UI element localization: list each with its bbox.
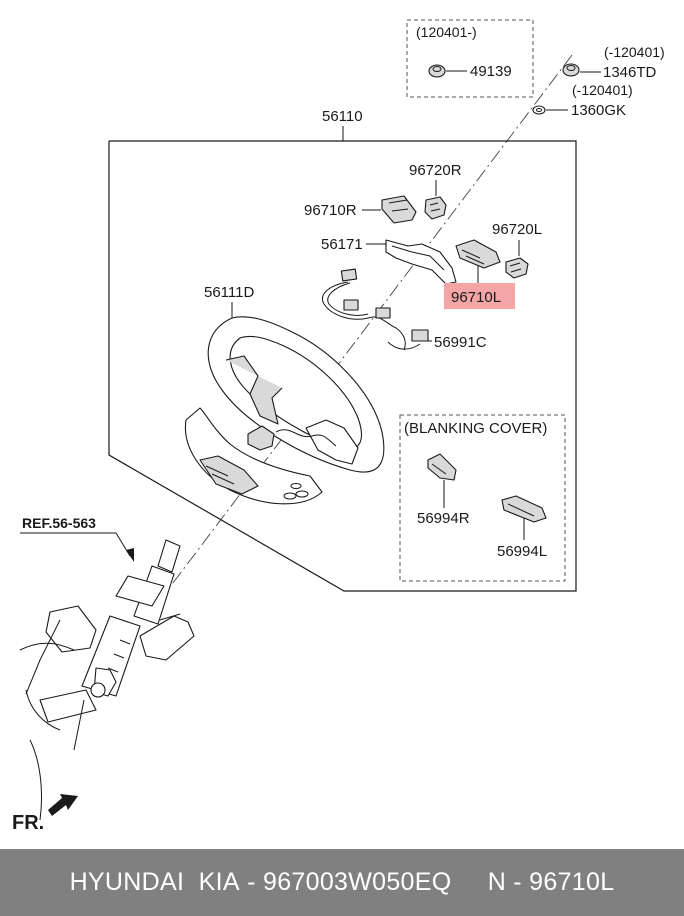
label-56991c: 56991C	[434, 334, 487, 351]
wiring-harness-56991c-icon	[322, 268, 429, 351]
label-1346td-date: (-120401)	[604, 44, 665, 60]
footer-ref: N - 96710L	[487, 868, 615, 896]
label-56171: 56171	[321, 236, 363, 253]
label-96720r: 96720R	[409, 162, 462, 179]
label-49139: 49139	[470, 63, 512, 80]
nut-1346td-icon	[562, 63, 580, 77]
highlight-96710l	[444, 283, 515, 309]
label-1360gk: 1360GK	[571, 102, 626, 119]
steering-wheel-56111d-icon	[184, 316, 385, 505]
blanking-cover-56994l-icon	[501, 495, 547, 523]
label-56110: 56110	[322, 108, 363, 125]
footer-part-number: 967003W050EQ	[263, 868, 452, 896]
switch-96710r-icon	[381, 195, 417, 224]
front-arrow-icon	[48, 794, 78, 816]
footer-brand: HYUNDAI KIA	[69, 868, 240, 896]
assembly-box-56110	[108, 140, 577, 592]
nut-49139-icon	[428, 64, 446, 78]
switch-bracket-96720l-icon	[505, 257, 529, 279]
variant-box	[406, 19, 534, 98]
footer-gap	[451, 868, 487, 897]
label-96710r: 96710R	[304, 202, 357, 219]
label-blanking-cover: (BLANKING COVER)	[404, 420, 547, 437]
cover-56171-icon	[385, 239, 457, 285]
parts-diagram: (120401-) 49139 (-120401) 1346TD (-12040…	[12, 19, 665, 834]
switch-96710l-icon	[455, 239, 501, 269]
washer-1360gk-icon	[532, 105, 546, 115]
label-56994r: 56994R	[417, 510, 470, 527]
blanking-cover-box	[399, 414, 566, 582]
ref-arrow-icon	[126, 548, 134, 562]
label-96720l: 96720L	[492, 221, 542, 238]
steering-axis-line	[144, 54, 573, 621]
label-1346td: 1346TD	[603, 64, 657, 81]
label-ref-56-563: REF.56-563	[22, 515, 96, 531]
label-front: FR.	[12, 812, 44, 834]
variant-box-date: (120401-)	[416, 24, 477, 40]
footer-separator: -	[239, 868, 264, 896]
label-56994l: 56994L	[497, 543, 547, 560]
label-96710l: 96710L	[451, 289, 501, 306]
blanking-cover-56994r-icon	[427, 453, 457, 481]
label-56111d: 56111D	[204, 284, 254, 301]
label-1360gk-date: (-120401)	[572, 82, 633, 98]
switch-bracket-96720r-icon	[424, 196, 447, 220]
steering-column-icon	[19, 539, 195, 821]
footer-banner: HYUNDAI KIA - 967003W050EQ N - 96710L	[0, 849, 684, 916]
